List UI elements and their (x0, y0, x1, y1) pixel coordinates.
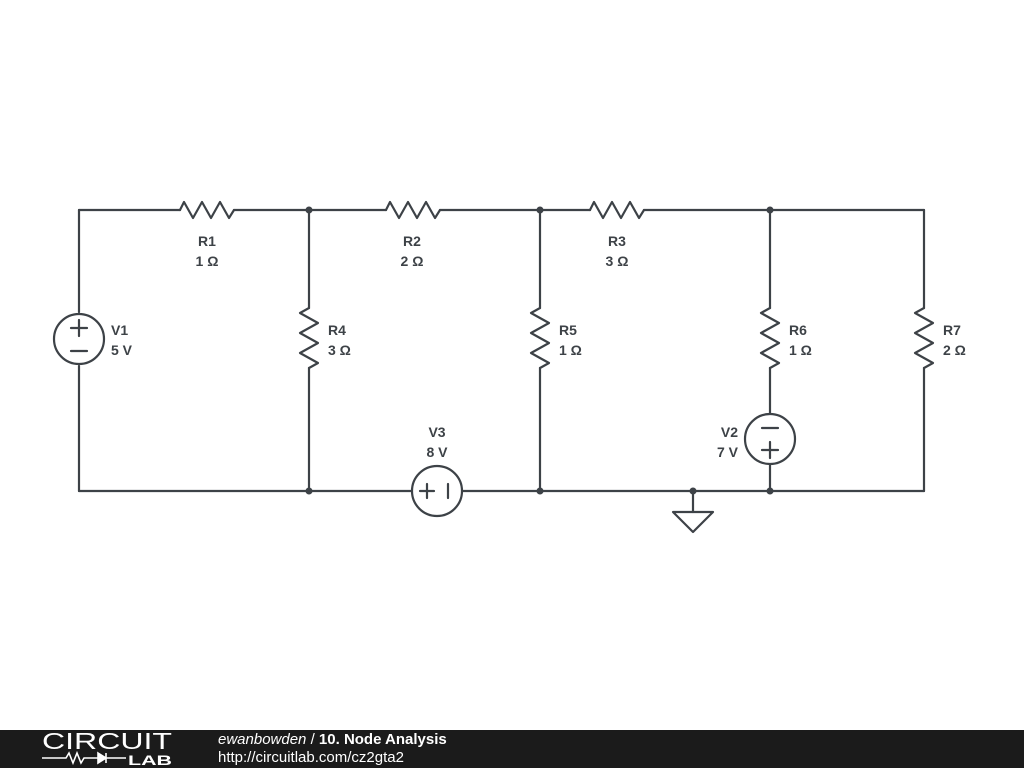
voltage-source-v1 (52, 312, 106, 366)
v3-name-label: V3 (428, 424, 445, 440)
v2-name-label: V2 (721, 424, 738, 440)
footer-title-line: ewanbowden / 10. Node Analysis (218, 731, 447, 749)
voltage-source-v2 (743, 412, 797, 466)
circuit-title: 10. Node Analysis (318, 731, 447, 748)
ground-symbol (671, 489, 715, 534)
junction-dot (689, 487, 697, 495)
junction-dot (766, 206, 774, 214)
r3-value-label: 3 Ω (606, 253, 629, 269)
v1-circle (52, 312, 106, 366)
r5-name-label: R5 (559, 322, 577, 338)
resistor-r1 (178, 200, 236, 220)
v3-circle (410, 464, 464, 518)
resistor-icon (42, 750, 98, 766)
r6-name-label: R6 (789, 322, 807, 338)
r5-value-label: 1 Ω (559, 342, 582, 358)
r4-name-label: R4 (328, 322, 346, 338)
r4-value-label: 3 Ω (328, 342, 351, 358)
voltage-source-v3 (410, 464, 464, 518)
v2-circle (743, 412, 797, 466)
v2-value-label: 7 V (717, 444, 739, 460)
resistor-r5 (529, 306, 551, 370)
resistor-r2 (384, 200, 442, 220)
circuit-url-link[interactable]: http://circuitlab.com/cz2gta2 (218, 749, 404, 766)
junction-dot (305, 487, 313, 495)
ground-icon (671, 510, 715, 534)
resistor-r4 (298, 306, 320, 370)
plus-icon (760, 440, 780, 460)
plus-icon (418, 482, 436, 500)
resistor-r7 (913, 306, 935, 370)
title-separator: / (306, 731, 319, 748)
r3-name-label: R3 (608, 233, 626, 249)
r2-value-label: 2 Ω (401, 253, 424, 269)
r1-value-label: 1 Ω (196, 253, 219, 269)
r6-value-label: 1 Ω (789, 342, 812, 358)
r7-name-label: R7 (943, 322, 961, 338)
circuit-schematic: R1 1 Ω R2 2 Ω R3 3 Ω R4 3 Ω R5 1 Ω R6 1 … (52, 200, 966, 534)
junction-dots (305, 206, 774, 495)
v1-name-label: V1 (111, 322, 128, 338)
r1-name-label: R1 (198, 233, 216, 249)
junction-dot (766, 487, 774, 495)
author-link[interactable]: ewanbowden (218, 731, 307, 748)
v1-value-label: 5 V (111, 342, 133, 358)
junction-dot (305, 206, 313, 214)
junction-dot (536, 487, 544, 495)
diode-icon (97, 751, 126, 765)
junction-dot (536, 206, 544, 214)
logo-lab-text: LAB (128, 752, 172, 768)
footer-bar: CIRCUIT LAB ewanbowden / 10. Node Analys… (0, 730, 1024, 768)
logo-circuit-text: CIRCUIT (42, 730, 172, 754)
r2-name-label: R2 (403, 233, 421, 249)
r7-value-label: 2 Ω (943, 342, 966, 358)
v3-value-label: 8 V (426, 444, 448, 460)
circuitlab-logo[interactable]: CIRCUIT LAB (40, 730, 180, 768)
plus-icon (69, 318, 89, 338)
resistor-r3 (588, 200, 646, 220)
resistor-r6 (759, 306, 781, 370)
